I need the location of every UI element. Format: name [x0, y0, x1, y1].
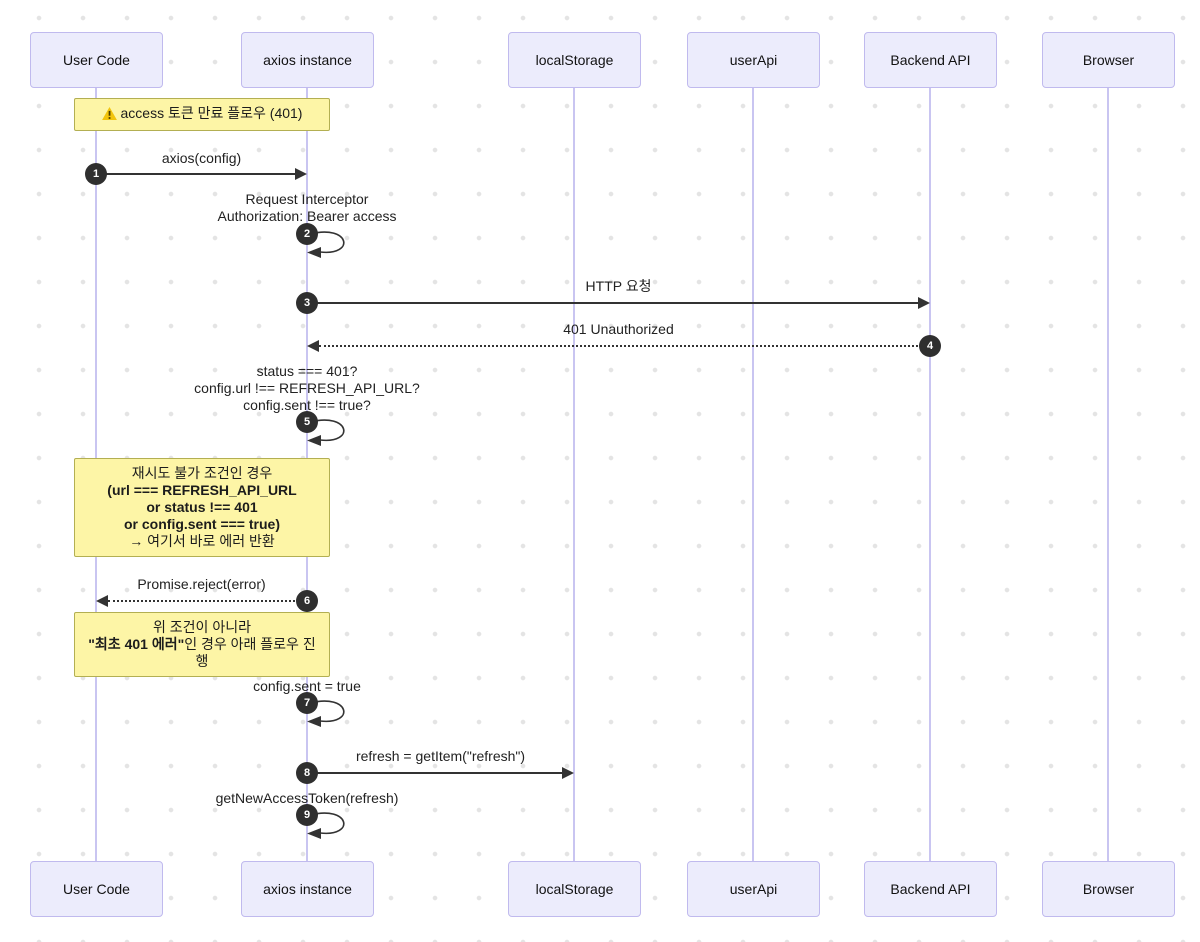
arrow-line-1: [96, 173, 300, 175]
note-line: 위 조건이 아니라: [153, 619, 251, 635]
actor-top-axios-instance: axios instance: [241, 32, 374, 88]
message-label-promise-reject: Promise.reject(error): [137, 576, 266, 592]
arrowhead-8: [562, 767, 574, 779]
arrowhead-3: [918, 297, 930, 309]
actor-label: userApi: [729, 52, 778, 68]
actor-top-browser: Browser: [1042, 32, 1175, 88]
actor-label: Backend API: [890, 881, 971, 897]
sequence-number-3: 3: [296, 292, 318, 314]
message-line: Authorization: Bearer access: [217, 208, 397, 224]
self-loop-arrow-2: [307, 231, 345, 258]
note-line-bold-part: "최초 401 에러": [88, 636, 185, 652]
message-label-http-request: HTTP 요청: [585, 278, 652, 294]
actor-top-backend-api: Backend API: [864, 32, 997, 88]
actor-bottom-userapi: userApi: [687, 861, 820, 917]
actor-top-localstorage: localStorage: [508, 32, 641, 88]
message-line: status === 401?: [256, 363, 358, 379]
note-first-401-error: 위 조건이 아니라 "최초 401 에러"인 경우 아래 플로우 진행: [74, 612, 330, 677]
message-label-config-sent: config.sent = true: [253, 678, 361, 694]
sequence-number-7: 7: [296, 692, 318, 714]
message-label-401-unauthorized: 401 Unauthorized: [563, 321, 674, 337]
note-retry-impossible: 재시도 불가 조건인 경우 (url === REFRESH_API_URL o…: [74, 458, 330, 557]
note-line: (url === REFRESH_API_URL: [107, 482, 297, 498]
sequence-number-6: 6: [296, 590, 318, 612]
message-label-get-refresh: refresh = getItem("refresh"): [355, 748, 526, 764]
actor-label: localStorage: [535, 881, 614, 897]
arrow-line-6: [108, 599, 307, 602]
note-line: → 여기서 바로 에러 반환: [129, 533, 275, 549]
actor-bottom-backend-api: Backend API: [864, 861, 997, 917]
actor-bottom-axios-instance: axios instance: [241, 861, 374, 917]
actor-label: Backend API: [890, 52, 971, 68]
note-text: access 토큰 만료 플로우 (401): [120, 105, 303, 121]
lifeline-localstorage: [573, 88, 575, 861]
actor-bottom-localstorage: localStorage: [508, 861, 641, 917]
message-line: Request Interceptor: [245, 191, 369, 207]
note-line: 재시도 불가 조건인 경우: [131, 465, 273, 481]
message-label-get-new-access-token: getNewAccessToken(refresh): [215, 790, 399, 806]
arrow-line-8: [307, 772, 567, 774]
lifeline-userapi: [752, 88, 754, 861]
sequence-number-9: 9: [296, 804, 318, 826]
arrowhead-6: [96, 595, 108, 607]
actor-label: userApi: [729, 881, 778, 897]
message-line: config.sent !== true?: [243, 397, 371, 413]
arrowhead-1: [295, 168, 307, 180]
self-loop-arrow-5: [307, 419, 345, 446]
actor-label: User Code: [63, 52, 130, 68]
actor-label: User Code: [63, 881, 130, 897]
arrowhead-4: [307, 340, 319, 352]
actor-bottom-browser: Browser: [1042, 861, 1175, 917]
actor-label: Browser: [1082, 881, 1135, 897]
actor-label: axios instance: [263, 881, 352, 897]
message-label-axios-config: axios(config): [161, 150, 242, 166]
actor-top-user-code: User Code: [30, 32, 163, 88]
note-line: "최초 401 에러"인 경우 아래 플로우 진행: [83, 636, 321, 670]
message-label-status-checks: status === 401? config.url !== REFRESH_A…: [147, 363, 467, 414]
actor-label: localStorage: [535, 52, 614, 68]
sequence-number-1: 1: [85, 163, 107, 185]
sequence-number-4: 4: [919, 335, 941, 357]
message-line: config.url !== REFRESH_API_URL?: [194, 380, 420, 396]
sequence-number-5: 5: [296, 411, 318, 433]
actor-label: axios instance: [263, 52, 352, 68]
sequence-number-8: 8: [296, 762, 318, 784]
note-line-rest: 인 경우 아래 플로우 진행: [184, 636, 316, 669]
note-line: or config.sent === true): [124, 516, 280, 532]
actor-bottom-user-code: User Code: [30, 861, 163, 917]
actor-label: Browser: [1082, 52, 1135, 68]
sequence-number-2: 2: [296, 223, 318, 245]
arrow-line-3: [307, 302, 923, 304]
actor-top-userapi: userApi: [687, 32, 820, 88]
self-loop-arrow-9: [307, 812, 345, 839]
note-access-token-expiry: access 토큰 만료 플로우 (401): [74, 98, 330, 131]
message-label-request-interceptor: Request Interceptor Authorization: Beare…: [177, 191, 437, 225]
arrow-line-4: [319, 344, 930, 347]
lifeline-backend-api: [929, 88, 931, 861]
lifeline-browser: [1107, 88, 1109, 861]
warning-icon: [101, 107, 117, 124]
note-line: or status !== 401: [146, 499, 258, 515]
self-loop-arrow-7: [307, 700, 345, 727]
